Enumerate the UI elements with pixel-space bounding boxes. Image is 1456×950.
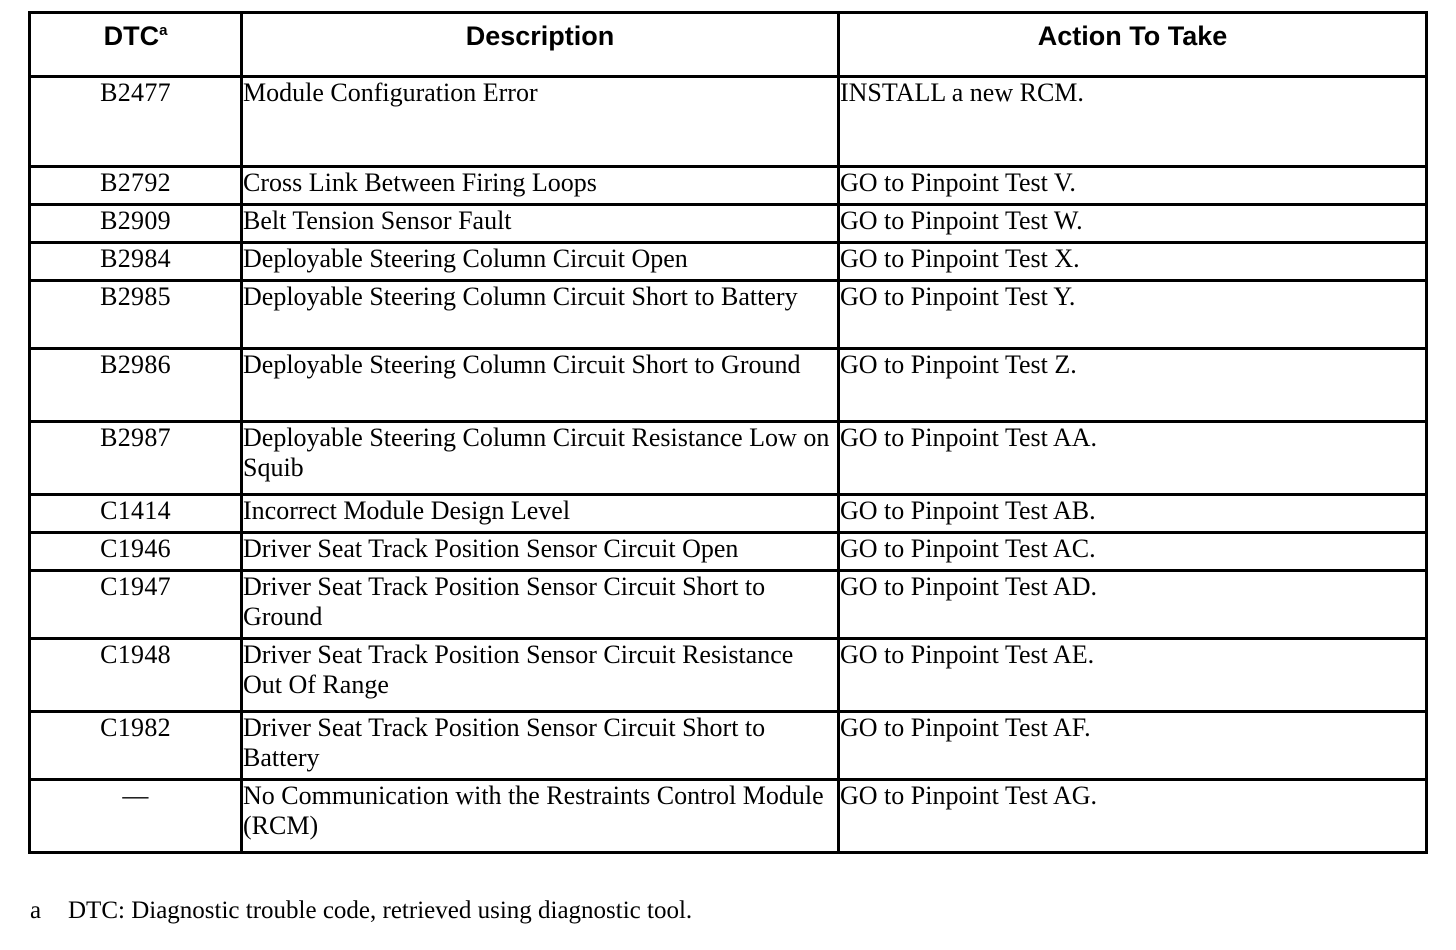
table-header: DTCa Description Action To Take xyxy=(28,11,1428,78)
cell-action: GO to Pinpoint Test AC. xyxy=(837,531,1428,572)
cell-dtc: B2909 xyxy=(28,203,243,244)
cell-description: Deployable Steering Column Circuit Resis… xyxy=(240,420,840,496)
cell-action: GO to Pinpoint Test V. xyxy=(837,165,1428,206)
table-header-row: DTCa Description Action To Take xyxy=(28,11,1428,78)
cell-description: Belt Tension Sensor Fault xyxy=(240,203,840,244)
cell-dtc: B2792 xyxy=(28,165,243,206)
table-row: C1948 Driver Seat Track Position Sensor … xyxy=(28,637,1428,713)
cell-dtc: C1948 xyxy=(28,637,243,713)
table-row: B2985 Deployable Steering Column Circuit… xyxy=(28,279,1428,350)
table-row: B2984 Deployable Steering Column Circuit… xyxy=(28,241,1428,282)
cell-description: Module Configuration Error xyxy=(240,75,840,168)
table-row: B2987 Deployable Steering Column Circuit… xyxy=(28,420,1428,496)
table-row: C1982 Driver Seat Track Position Sensor … xyxy=(28,710,1428,781)
cell-action: GO to Pinpoint Test AD. xyxy=(837,569,1428,640)
table-row: B2986 Deployable Steering Column Circuit… xyxy=(28,347,1428,423)
table-row: B2909 Belt Tension Sensor Fault GO to Pi… xyxy=(28,203,1428,244)
column-header-action: Action To Take xyxy=(837,11,1428,78)
table-row: B2477 Module Configuration Error INSTALL… xyxy=(28,75,1428,168)
cell-action: INSTALL a new RCM. xyxy=(837,75,1428,168)
column-header-dtc-footnote-marker: a xyxy=(159,22,168,39)
cell-description: Driver Seat Track Position Sensor Circui… xyxy=(240,710,840,781)
cell-dtc: C1414 xyxy=(28,493,243,534)
table-footnote: a DTC: Diagnostic trouble code, retrieved… xyxy=(30,896,1426,926)
cell-dtc: — xyxy=(28,778,243,854)
cell-description: Incorrect Module Design Level xyxy=(240,493,840,534)
cell-action: GO to Pinpoint Test X. xyxy=(837,241,1428,282)
table-row: C1946 Driver Seat Track Position Sensor … xyxy=(28,531,1428,572)
cell-description: Driver Seat Track Position Sensor Circui… xyxy=(240,637,840,713)
cell-description: Driver Seat Track Position Sensor Circui… xyxy=(240,531,840,572)
dtc-diagnostic-table: DTCa Description Action To Take B2477 Mo… xyxy=(28,11,1428,854)
cell-description: Deployable Steering Column Circuit Short… xyxy=(240,279,840,350)
cell-action: GO to Pinpoint Test AG. xyxy=(837,778,1428,854)
column-header-description: Description xyxy=(240,11,840,78)
cell-description: Driver Seat Track Position Sensor Circui… xyxy=(240,569,840,640)
table-row: C1947 Driver Seat Track Position Sensor … xyxy=(28,569,1428,640)
cell-description: Cross Link Between Firing Loops xyxy=(240,165,840,206)
table-body: B2477 Module Configuration Error INSTALL… xyxy=(28,75,1428,854)
footnote-text: DTC: Diagnostic trouble code, retrieved … xyxy=(68,897,693,924)
cell-action: GO to Pinpoint Test AF. xyxy=(837,710,1428,781)
cell-action: GO to Pinpoint Test AA. xyxy=(837,420,1428,496)
column-header-action-label: Action To Take xyxy=(1037,21,1228,51)
cell-dtc: C1982 xyxy=(28,710,243,781)
table-row: B2792 Cross Link Between Firing Loops GO… xyxy=(28,165,1428,206)
cell-action: GO to Pinpoint Test Y. xyxy=(837,279,1428,350)
cell-action: GO to Pinpoint Test W. xyxy=(837,203,1428,244)
cell-action: GO to Pinpoint Test AB. xyxy=(837,493,1428,534)
cell-action: GO to Pinpoint Test AE. xyxy=(837,637,1428,713)
cell-dtc: C1946 xyxy=(28,531,243,572)
footnote-marker: a xyxy=(30,897,42,924)
cell-description: Deployable Steering Column Circuit Open xyxy=(240,241,840,282)
cell-action: GO to Pinpoint Test Z. xyxy=(837,347,1428,423)
table-row: C1414 Incorrect Module Design Level GO t… xyxy=(28,493,1428,534)
column-header-dtc: DTCa xyxy=(28,11,243,78)
cell-dtc: B2477 xyxy=(28,75,243,168)
column-header-description-label: Description xyxy=(465,21,615,51)
cell-dtc: B2985 xyxy=(28,279,243,350)
cell-description: Deployable Steering Column Circuit Short… xyxy=(240,347,840,423)
cell-description: No Communication with the Restraints Con… xyxy=(240,778,840,854)
cell-dtc: B2987 xyxy=(28,420,243,496)
cell-dtc: B2986 xyxy=(28,347,243,423)
cell-dtc: C1947 xyxy=(28,569,243,640)
cell-dtc: B2984 xyxy=(28,241,243,282)
table-row: — No Communication with the Restraints C… xyxy=(28,778,1428,854)
column-header-dtc-label: DTC xyxy=(103,21,160,51)
